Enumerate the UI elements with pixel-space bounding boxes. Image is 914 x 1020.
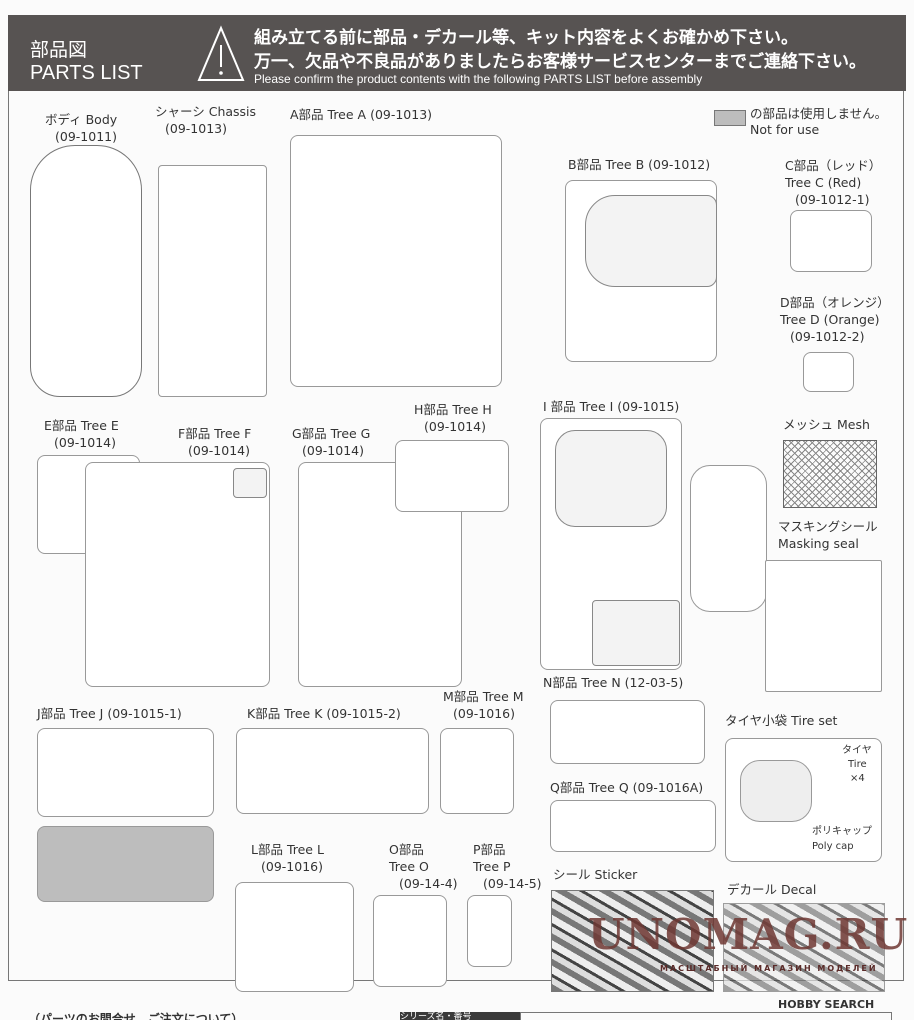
tree-p-label-1: P部品	[473, 842, 506, 857]
chassis-label-1: シャーシ Chassis	[155, 104, 257, 119]
tire-icon	[740, 760, 812, 822]
sticker-label-1: シール Sticker	[553, 867, 638, 882]
chassis-label-2: (09-1013)	[165, 121, 227, 136]
polycap-ja: ポリキャップ	[812, 826, 872, 837]
tire-en: Tire	[848, 759, 867, 770]
tree-a-runner	[290, 135, 502, 387]
tree-i-wing-part	[690, 465, 767, 612]
body-label-1: ボディ Body	[45, 112, 118, 127]
tree-m-label-2: (09-1016)	[453, 706, 515, 721]
masking-seal-sheet	[765, 560, 882, 692]
tree-h-label-2: (09-1014)	[424, 419, 486, 434]
tree-k-label-1: K部品 Tree K (09-1015-2)	[247, 706, 401, 721]
not-for-use-swatch	[714, 110, 746, 126]
tire-qty: ×4	[850, 773, 865, 784]
tree-q-runner	[550, 800, 716, 852]
polycap-en: Poly cap	[812, 841, 854, 852]
header-banner: 部品図 PARTS LIST 組み立てる前に部品・デカール等、キット内容をよくお…	[8, 15, 906, 91]
tree-c-label-1: C部品（レッド）	[785, 158, 882, 173]
tree-c-label-2: Tree C (Red)	[785, 175, 862, 190]
tree-n-runner	[550, 700, 705, 764]
tree-e-label-1: E部品 Tree E	[44, 418, 119, 433]
tree-o-label-3: (09-14-4)	[399, 876, 458, 891]
tree-h-label-1: H部品 Tree H	[414, 402, 492, 417]
parts-frame	[8, 91, 904, 981]
warning-triangle-icon	[197, 25, 245, 81]
decal-label-1: デカール Decal	[727, 882, 817, 897]
tree-n-label-1: N部品 Tree N (12-03-5)	[543, 675, 684, 690]
mesh-sheet	[783, 440, 877, 508]
tree-g-label-2: (09-1014)	[302, 443, 364, 458]
watermark-sub: МАСШТАБНЫЙ МАГАЗИН МОДЕЛЕЙ	[660, 964, 878, 973]
notice-line-1: 組み立てる前に部品・デカール等、キット内容をよくお確かめ下さい。	[254, 28, 798, 48]
footer-box	[520, 1012, 892, 1020]
legend-ja: の部品は使用しません。	[750, 106, 888, 121]
watermark: UNOMAG.RU	[588, 910, 909, 959]
tree-i-unused-parts	[592, 600, 680, 666]
mesh-label-1: メッシュ Mesh	[783, 417, 870, 432]
tree-l-label-1: L部品 Tree L	[251, 842, 324, 857]
tree-l-label-2: (09-1016)	[261, 859, 323, 874]
tree-f-unused-part	[233, 468, 267, 498]
tree-d-label-3: (09-1012-2)	[790, 329, 865, 344]
tire-label-1: タイヤ小袋 Tire set	[725, 713, 838, 728]
title-ja: 部品図	[30, 39, 88, 61]
tree-k-runner	[236, 728, 429, 814]
tree-o-label-2: Tree O	[389, 859, 429, 874]
footer-heading: （パーツのお問合せ、ご注文について）	[28, 1012, 244, 1020]
tree-d-runner	[803, 352, 854, 392]
tree-d-label-1: D部品（オレンジ）	[780, 295, 890, 310]
masking-label-2: Masking seal	[778, 536, 859, 551]
decal-sheet	[723, 903, 885, 992]
tree-b-label-1: B部品 Tree B (09-1012)	[568, 157, 711, 172]
tree-a-label-1: A部品 Tree A (09-1013)	[290, 107, 433, 122]
tree-b-hood-part	[585, 195, 717, 287]
chassis-drawing	[158, 165, 267, 397]
tree-p-runner	[467, 895, 512, 967]
tree-d-label-2: Tree D (Orange)	[780, 312, 880, 327]
tree-j-unused-runner	[37, 826, 214, 902]
sticker-sheet	[551, 890, 714, 992]
masking-label-1: マスキングシール	[778, 519, 878, 534]
tree-o-label-1: O部品	[389, 842, 424, 857]
tree-i-hood-part	[555, 430, 667, 527]
tree-j-runner	[37, 728, 214, 817]
tree-f-runner	[85, 462, 270, 687]
tree-o-runner	[373, 895, 447, 987]
tree-h-runner	[395, 440, 509, 512]
tire-ja: タイヤ	[842, 745, 872, 756]
tree-c-runner	[790, 210, 872, 272]
tree-c-label-3: (09-1012-1)	[795, 192, 870, 207]
tree-g-label-1: G部品 Tree G	[292, 426, 371, 441]
tree-m-label-1: M部品 Tree M	[443, 689, 524, 704]
tree-m-runner	[440, 728, 514, 814]
notice-line-2: 万一、欠品や不良品がありましたらお客様サービスセンターまでご連絡下さい。	[254, 52, 866, 72]
notice-english: Please confirm the product contents with…	[254, 72, 703, 86]
body-label-2: (09-1011)	[55, 129, 117, 144]
tree-f-label-1: F部品 Tree F	[178, 426, 252, 441]
tree-p-label-2: Tree P	[473, 859, 511, 874]
tree-e-label-2: (09-1014)	[54, 435, 116, 450]
tree-i-label-1: I 部品 Tree I (09-1015)	[543, 399, 680, 414]
tree-l-runner	[235, 882, 354, 992]
title-en: PARTS LIST	[30, 62, 143, 84]
hobby-search-logo: HOBBY SEARCH	[778, 998, 875, 1011]
footer-tag: シリーズ名・番号	[400, 1012, 520, 1020]
tree-p-label-3: (09-14-5)	[483, 876, 542, 891]
legend-en: Not for use	[750, 122, 820, 137]
tree-q-label-1: Q部品 Tree Q (09-1016A)	[550, 780, 704, 795]
body-drawing	[30, 145, 142, 397]
tree-f-label-2: (09-1014)	[188, 443, 250, 458]
tree-j-label-1: J部品 Tree J (09-1015-1)	[37, 706, 182, 721]
